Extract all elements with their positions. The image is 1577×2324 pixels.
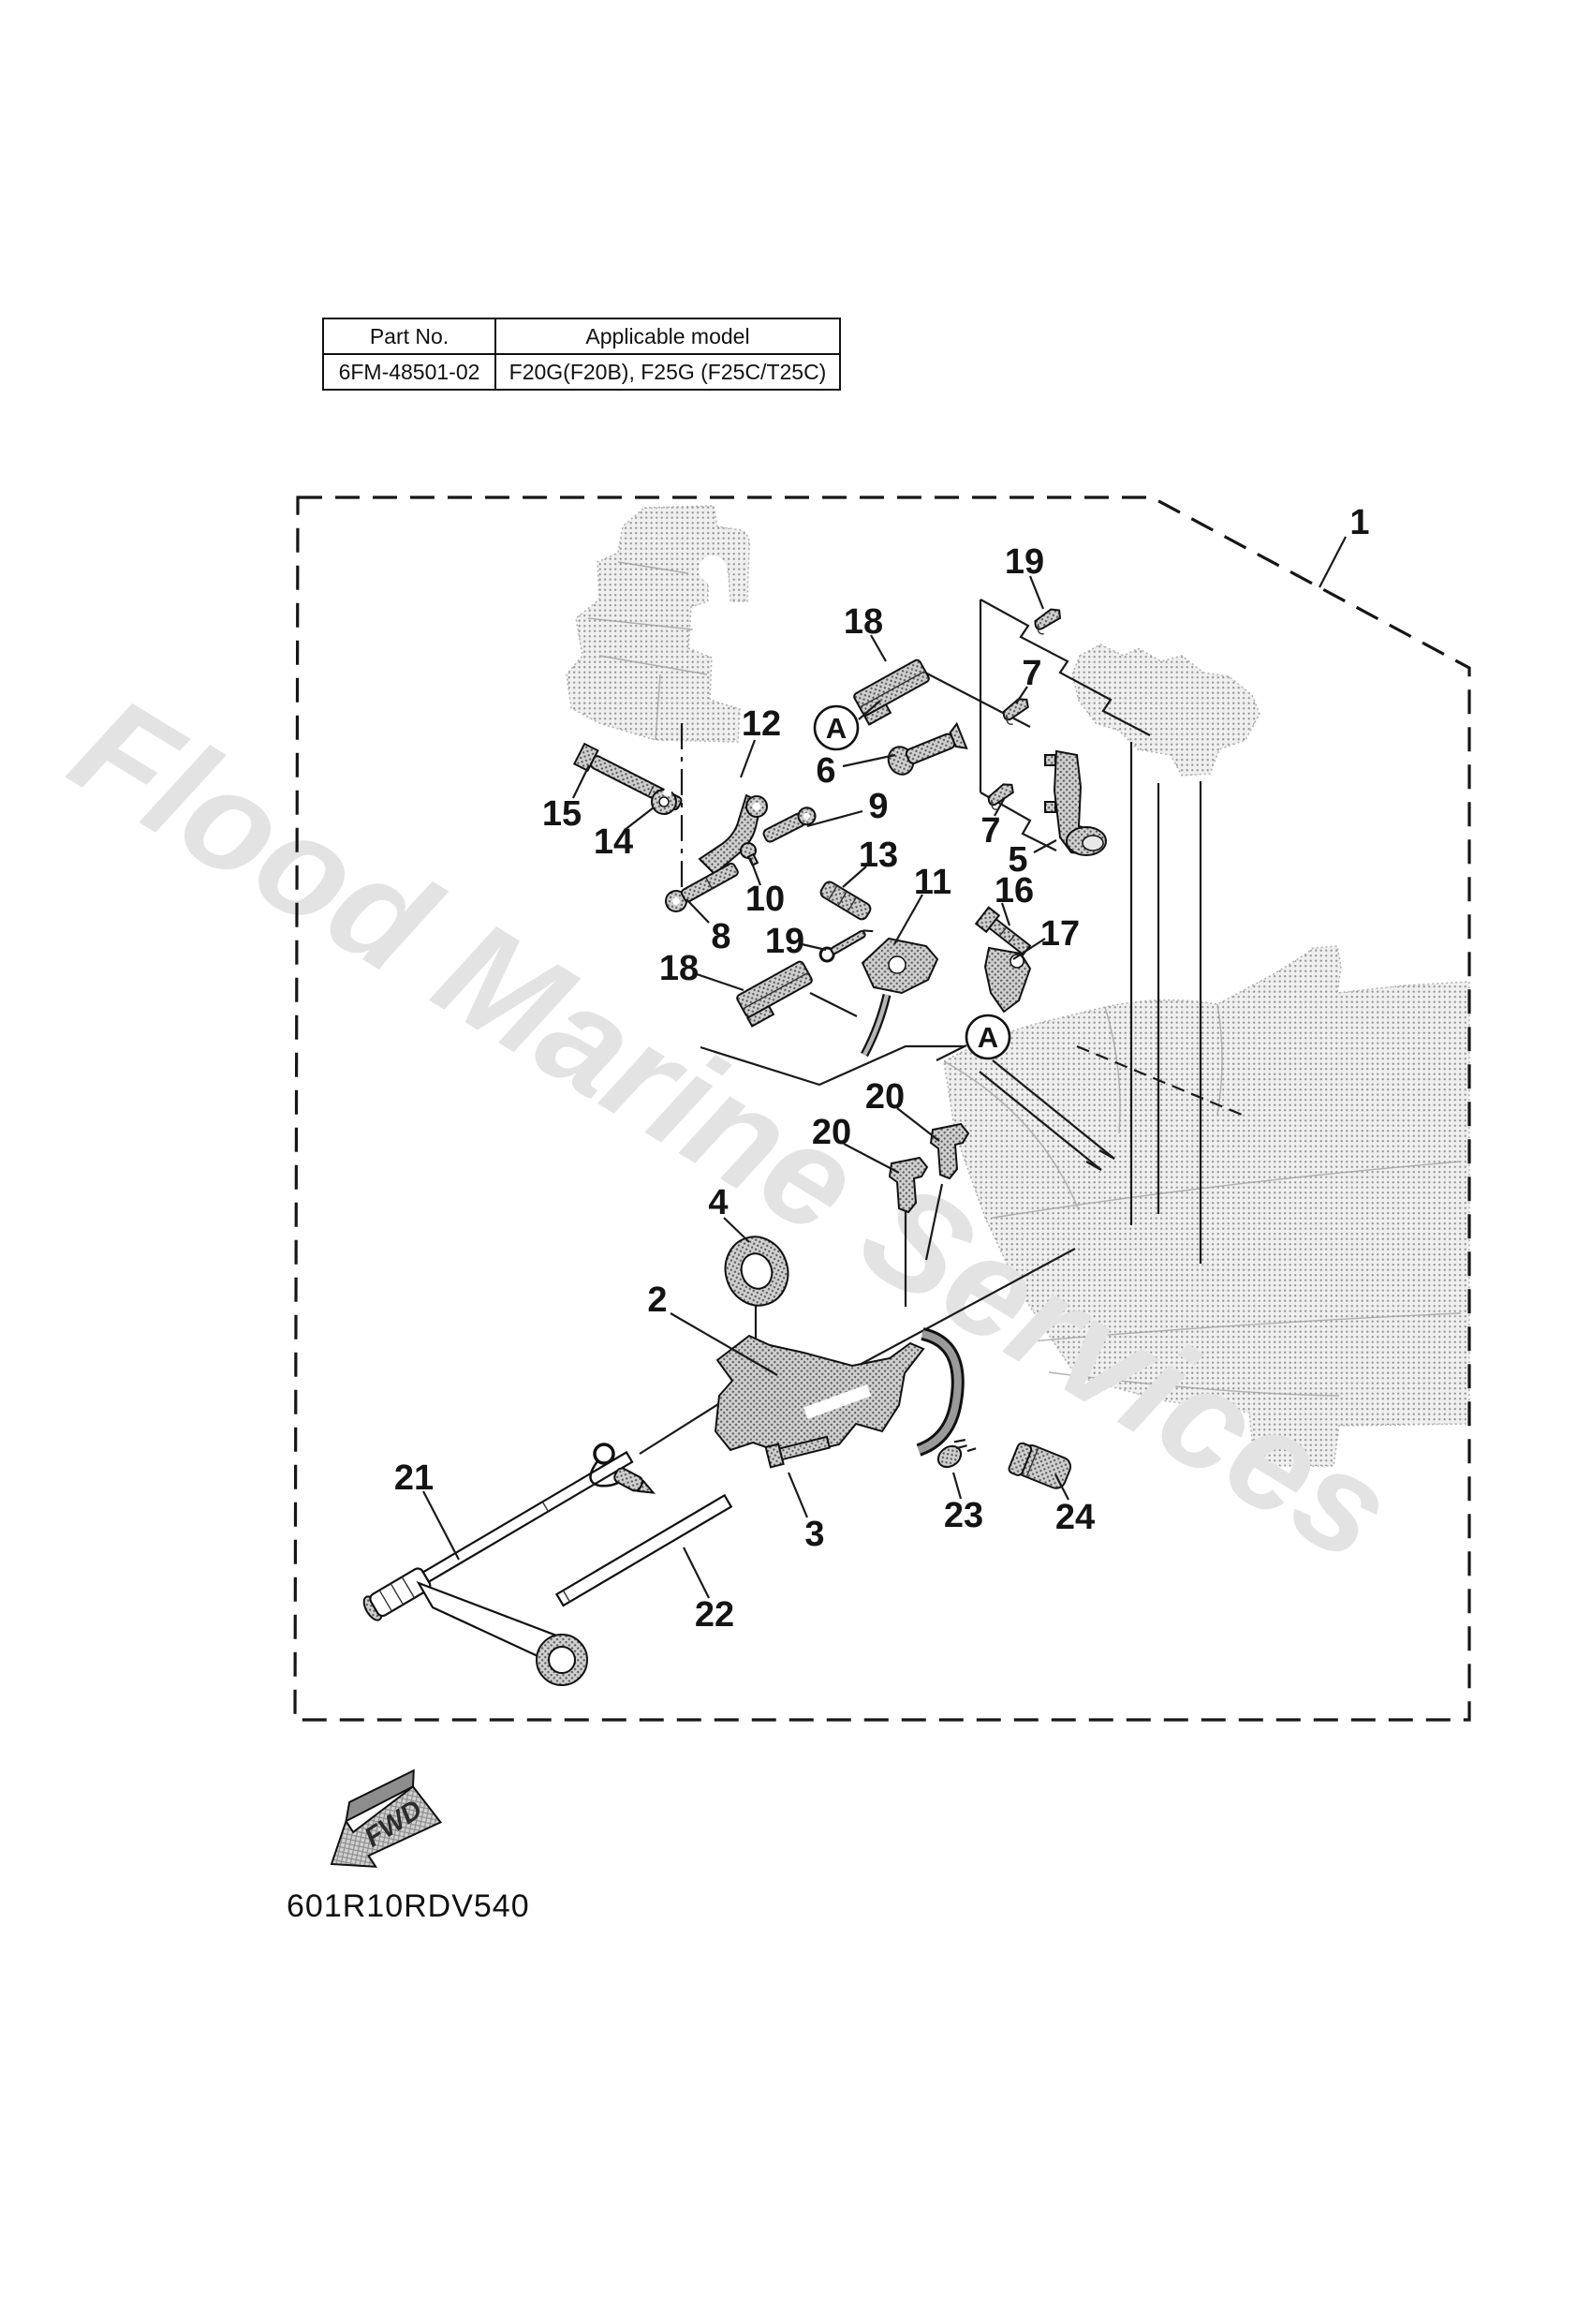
fwd-direction-arrow: FWD	[330, 1769, 443, 1868]
part-11-shift-lever	[861, 937, 939, 1058]
callout-19b: 19	[765, 922, 804, 961]
part-8-link-rod	[665, 862, 739, 912]
part-7-clip-upper	[1002, 698, 1029, 725]
callout-10: 10	[745, 880, 785, 919]
callout-12: 12	[742, 704, 781, 744]
callout-7a: 7	[1022, 654, 1041, 693]
callout-21: 21	[394, 1458, 434, 1498]
detail-a-marker-bottom: A	[965, 1014, 1011, 1060]
detail-a-marker-top: A	[813, 704, 860, 751]
callout-19a: 19	[1005, 542, 1044, 582]
callout-23: 23	[944, 1496, 983, 1535]
part-17-link	[983, 946, 1032, 1014]
assembly-boundary-lines	[639, 599, 1243, 1455]
callout-20b: 20	[812, 1113, 851, 1152]
part-no-header: Part No.	[322, 318, 496, 355]
callout-14: 14	[594, 822, 633, 862]
part-info-table: Part No. Applicable model 6FM-48501-02 F…	[322, 318, 841, 391]
part-19-clip-upper	[1034, 608, 1062, 635]
callout-9: 9	[868, 787, 888, 826]
callout-5: 5	[1008, 840, 1027, 880]
part-23-screw	[936, 1439, 977, 1469]
callout-6: 6	[816, 751, 835, 791]
powerhead-ghost	[566, 505, 751, 743]
part-13-spring	[819, 881, 872, 921]
assembly-boundary-dashed-border	[293, 496, 1471, 1722]
svg-text:A: A	[826, 712, 847, 745]
part-20-clamp-right	[929, 1122, 970, 1180]
callout-4: 4	[708, 1183, 728, 1222]
callout-20a: 20	[865, 1077, 905, 1117]
svg-text:A: A	[978, 1021, 998, 1054]
part-20-clamp-left	[888, 1156, 929, 1214]
callout-8: 8	[711, 917, 730, 956]
mount-bracket-ghost	[1071, 644, 1260, 777]
callout-leader-lines	[422, 536, 1347, 1599]
drawing-code: 601R10RDV540	[287, 1888, 530, 1924]
part-2-bracket	[714, 1327, 965, 1458]
callout-3: 3	[804, 1515, 824, 1554]
part-19-cotter-pin	[818, 929, 874, 963]
callout-15: 15	[542, 794, 582, 834]
part-5-crank-lever	[1044, 749, 1107, 856]
part-4-grommet	[724, 1236, 789, 1307]
part-18-damper-lower	[736, 960, 813, 1028]
callout-11: 11	[914, 863, 951, 902]
part-6-link	[887, 721, 968, 776]
callout-1: 1	[1349, 503, 1369, 542]
part-callouts: 1 2 3 4 5 6 7 7 8 9 10 11 12 13 14 15 16…	[394, 503, 1370, 1635]
part-3-bolt	[764, 1435, 832, 1469]
part-7-clip-lower	[987, 783, 1014, 810]
part-24-cap	[1008, 1442, 1072, 1489]
callout-18b: 18	[659, 949, 699, 988]
part-9-link-rod	[762, 807, 817, 843]
part-18-damper-upper	[853, 659, 930, 726]
applicable-model-header: Applicable model	[494, 318, 841, 355]
callout-2: 2	[647, 1280, 667, 1320]
callout-17: 17	[1040, 914, 1080, 954]
part-14-washer	[651, 785, 677, 815]
applicable-model-value: F20G(F20B), F25G (F25C/T25C)	[494, 353, 841, 391]
part-21-tiller-handle	[362, 1443, 656, 1686]
part-22-rod	[554, 1493, 733, 1607]
part-no-value: 6FM-48501-02	[322, 353, 496, 391]
callout-22: 22	[695, 1595, 734, 1635]
callout-16: 16	[995, 871, 1034, 910]
callout-24: 24	[1055, 1498, 1095, 1537]
callout-18a: 18	[844, 602, 883, 642]
callout-7b: 7	[980, 811, 1000, 851]
callout-13: 13	[859, 836, 898, 875]
